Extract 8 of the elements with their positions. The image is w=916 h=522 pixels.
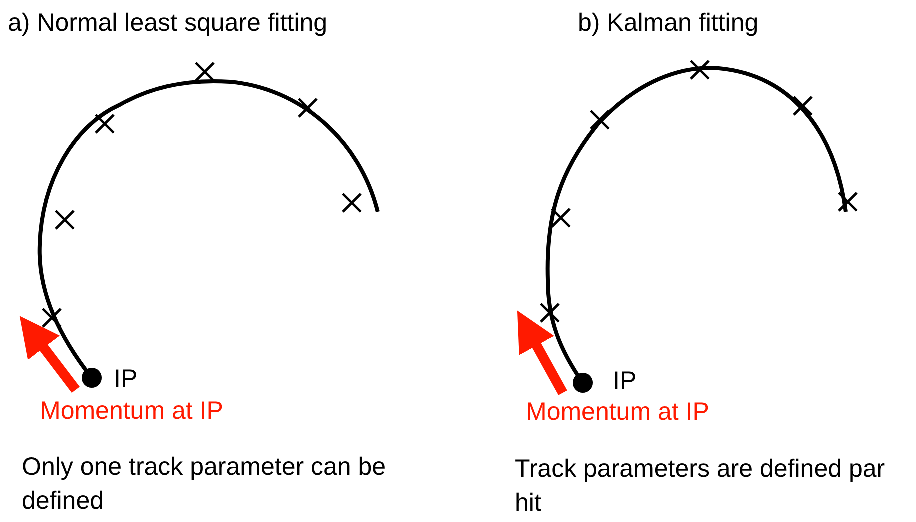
point-label: IP (114, 364, 138, 395)
annotation: Momentum at IP (40, 396, 224, 427)
point-label: IP (613, 366, 637, 397)
caption: Only one track parameter can be defined (22, 452, 388, 517)
caption: Track parameters are defined par hit (515, 454, 886, 519)
panel-title: a) Normal least square fitting (8, 8, 328, 39)
panel-title: b) Kalman fitting (578, 8, 759, 39)
annotation: Momentum at IP (526, 397, 710, 428)
